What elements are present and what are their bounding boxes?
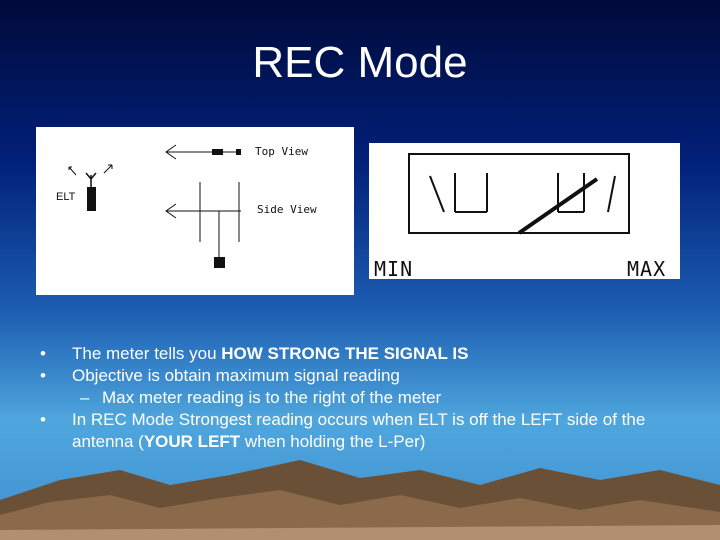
bullet-item: • The meter tells you HOW STRONG THE SIG… [40, 343, 700, 365]
bullet-list: • The meter tells you HOW STRONG THE SIG… [40, 343, 700, 453]
bullet-item: • In REC Mode Strongest reading occurs w… [40, 409, 700, 453]
signal-meter-diagram: MIN MAX [369, 143, 680, 281]
wave-arrow-right-icon [103, 164, 113, 174]
bullet-1-emphasis: HOW STRONG THE SIGNAL IS [221, 344, 469, 363]
bullet-3-emphasis: YOUR LEFT [143, 432, 241, 451]
meter-needle [517, 177, 599, 235]
bullet-2-text: Objective is obtain maximum signal readi… [72, 366, 400, 385]
bullet-3-text-end: when holding the L-Per) [240, 432, 426, 451]
top-view-label: Top View [255, 145, 308, 158]
mountain-background [0, 460, 720, 540]
bullet-marker: • [40, 344, 46, 363]
elt-fork [85, 172, 97, 181]
bullet-3-text: In REC Mode Strongest reading occurs whe… [72, 410, 646, 451]
wave-arrow-left-icon [68, 166, 77, 176]
sub-bullet-item: – Max meter reading is to the right of t… [40, 387, 700, 409]
antenna-views-drawing [68, 144, 241, 268]
side-view-label: Side View [257, 203, 317, 216]
meter-min-label: MIN [374, 257, 414, 281]
bullet-item: • Objective is obtain maximum signal rea… [40, 365, 700, 387]
signal-meter-drawing [408, 153, 630, 235]
meter-frame [408, 153, 630, 234]
bullet-marker: • [40, 366, 46, 385]
elt-label: ELT [56, 191, 76, 203]
slide-title: REC Mode [252, 38, 468, 87]
sub-bullet-text: Max meter reading is to the right of the… [102, 388, 442, 407]
antenna-views-diagram: ELT Top View Side View [36, 127, 354, 295]
bullet-1-text: The meter tells you [72, 344, 222, 363]
bullet-marker: • [40, 410, 46, 429]
elt-body [87, 187, 96, 211]
sub-bullet-marker: – [80, 388, 90, 407]
meter-max-label: MAX [627, 257, 667, 281]
